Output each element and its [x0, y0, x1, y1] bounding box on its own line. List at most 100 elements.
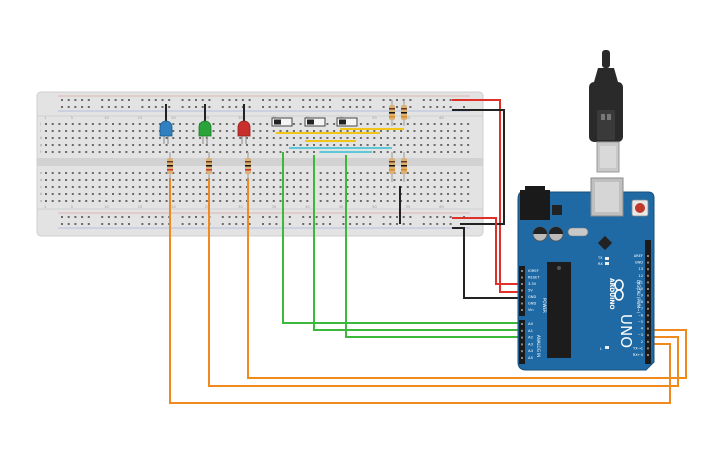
breadboard-hole[interactable]	[400, 179, 403, 181]
rail-hole[interactable]	[67, 99, 70, 101]
breadboard-hole[interactable]	[292, 172, 295, 174]
breadboard-hole[interactable]	[467, 179, 470, 181]
breadboard-hole[interactable]	[453, 130, 456, 132]
breadboard-hole[interactable]	[179, 200, 181, 202]
breadboard-hole[interactable]	[339, 186, 342, 188]
rail-hole[interactable]	[308, 223, 311, 225]
rail-hole[interactable]	[101, 216, 104, 218]
breadboard-hole[interactable]	[132, 137, 135, 139]
breadboard-hole[interactable]	[98, 172, 101, 174]
header-pin[interactable]	[521, 323, 523, 325]
green-wire-a0[interactable]	[282, 152, 526, 324]
breadboard-hole[interactable]	[105, 172, 108, 174]
breadboard-hole[interactable]	[125, 179, 128, 181]
rail-hole[interactable]	[87, 99, 90, 101]
rail-hole[interactable]	[329, 99, 331, 101]
breadboard-hole[interactable]	[313, 144, 315, 146]
rail-hole[interactable]	[409, 223, 412, 225]
breadboard-hole[interactable]	[51, 172, 54, 174]
breadboard-hole[interactable]	[152, 172, 155, 174]
breadboard-hole[interactable]	[433, 144, 436, 146]
rail-hole[interactable]	[61, 223, 63, 225]
breadboard-hole[interactable]	[51, 200, 54, 202]
breadboard-hole[interactable]	[380, 144, 382, 146]
breadboard-hole[interactable]	[192, 123, 195, 125]
breadboard-hole[interactable]	[112, 130, 114, 132]
breadboard-hole[interactable]	[185, 123, 188, 125]
breadboard-hole[interactable]	[98, 123, 101, 125]
breadboard-hole[interactable]	[58, 193, 61, 195]
breadboard-hole[interactable]	[353, 186, 356, 188]
rail-hole[interactable]	[349, 106, 352, 108]
breadboard-hole[interactable]	[212, 130, 215, 132]
rail-hole[interactable]	[308, 216, 311, 218]
breadboard-hole[interactable]	[152, 130, 155, 132]
breadboard-hole[interactable]	[400, 151, 403, 153]
breadboard-hole[interactable]	[333, 137, 336, 139]
breadboard-hole[interactable]	[353, 137, 356, 139]
breadboard-hole[interactable]	[185, 179, 188, 181]
breadboard-hole[interactable]	[467, 151, 470, 153]
header-pin[interactable]	[647, 327, 649, 330]
rail-hole[interactable]	[389, 99, 392, 101]
rail-hole[interactable]	[402, 216, 405, 218]
breadboard-hole[interactable]	[400, 200, 403, 202]
breadboard-hole[interactable]	[179, 130, 181, 132]
header-pin[interactable]	[647, 354, 649, 356]
breadboard-hole[interactable]	[339, 144, 342, 146]
rail-hole[interactable]	[67, 216, 70, 218]
breadboard-hole[interactable]	[386, 130, 389, 132]
rail-hole[interactable]	[128, 106, 130, 108]
rail-hole[interactable]	[161, 216, 164, 218]
breadboard-hole[interactable]	[326, 193, 329, 195]
header-pin[interactable]	[647, 314, 649, 317]
breadboard-hole[interactable]	[306, 172, 309, 174]
rail-hole[interactable]	[349, 223, 352, 225]
rail-hole[interactable]	[442, 223, 445, 225]
breadboard-hole[interactable]	[225, 172, 228, 174]
breadboard-hole[interactable]	[71, 144, 74, 146]
breadboard-hole[interactable]	[219, 151, 222, 153]
breadboard-hole[interactable]	[78, 200, 81, 202]
breadboard-hole[interactable]	[413, 137, 416, 139]
breadboard-hole[interactable]	[172, 172, 175, 174]
breadboard-hole[interactable]	[85, 151, 88, 153]
breadboard-hole[interactable]	[58, 186, 61, 188]
breadboard-hole[interactable]	[333, 144, 336, 146]
breadboard-hole[interactable]	[185, 186, 188, 188]
breadboard-hole[interactable]	[65, 123, 68, 125]
breadboard-hole[interactable]	[158, 144, 161, 146]
header-pin[interactable]	[521, 329, 523, 332]
breadboard-hole[interactable]	[71, 193, 74, 195]
rail-hole[interactable]	[188, 99, 191, 101]
breadboard-hole[interactable]	[266, 172, 269, 174]
breadboard-hole[interactable]	[313, 130, 315, 132]
breadboard-hole[interactable]	[266, 130, 269, 132]
breadboard-hole[interactable]	[71, 137, 74, 139]
breadboard-hole[interactable]	[299, 193, 302, 195]
rail-hole[interactable]	[442, 106, 445, 108]
rail-hole[interactable]	[114, 106, 117, 108]
rail-hole[interactable]	[442, 99, 445, 101]
breadboard-hole[interactable]	[185, 193, 188, 195]
rail-hole[interactable]	[422, 223, 425, 225]
breadboard-hole[interactable]	[91, 151, 94, 153]
breadboard-hole[interactable]	[259, 200, 262, 202]
breadboard-hole[interactable]	[45, 144, 47, 146]
rail-hole[interactable]	[342, 99, 345, 101]
rail-hole[interactable]	[121, 99, 124, 101]
breadboard-hole[interactable]	[366, 193, 369, 195]
rail-hole[interactable]	[61, 99, 63, 101]
rail-hole[interactable]	[315, 106, 318, 108]
rail-hole[interactable]	[228, 223, 231, 225]
breadboard-hole[interactable]	[453, 193, 456, 195]
header-pin[interactable]	[647, 307, 649, 310]
breadboard-hole[interactable]	[292, 130, 295, 132]
breadboard-hole[interactable]	[433, 137, 436, 139]
rail-hole[interactable]	[67, 223, 70, 225]
breadboard-hole[interactable]	[426, 151, 429, 153]
breadboard-hole[interactable]	[433, 186, 436, 188]
breadboard-hole[interactable]	[460, 137, 463, 139]
rail-hole[interactable]	[81, 223, 84, 225]
breadboard-hole[interactable]	[152, 144, 155, 146]
